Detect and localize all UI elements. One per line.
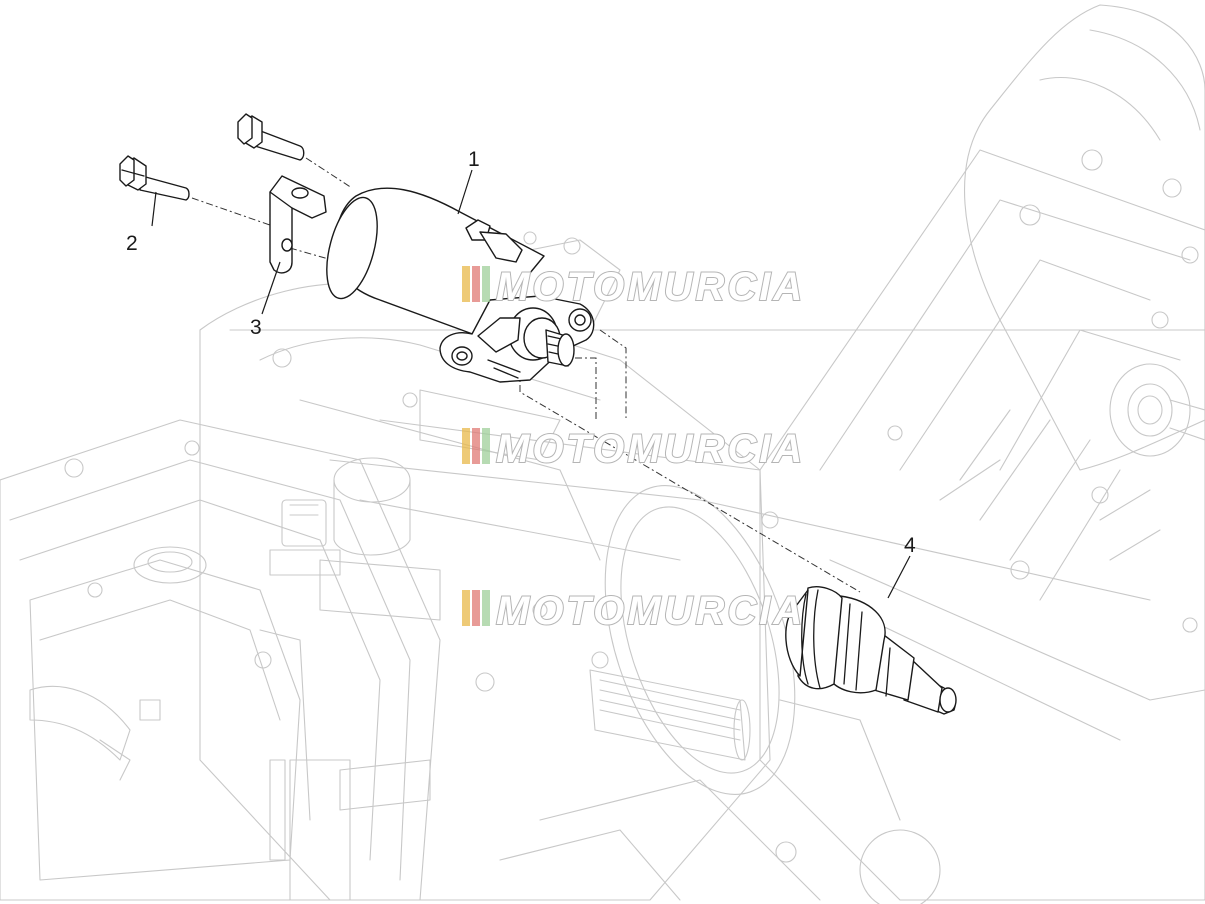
watermark-text: MOTOMURCIA <box>496 589 805 633</box>
part-4-starter-clutch <box>785 586 957 715</box>
part-2-bolt <box>119 155 190 201</box>
watermark-text: MOTOMURCIA <box>496 265 805 309</box>
callout-4: 4 <box>904 534 916 557</box>
part-1-starter-motor <box>326 187 595 383</box>
engine-background <box>0 4 1205 904</box>
callout-1: 1 <box>468 148 480 171</box>
watermark-bottom: MOTOMURCIA <box>462 588 805 634</box>
watermark-logo-icon <box>462 428 490 464</box>
watermark-logo-icon <box>462 266 490 302</box>
callout-2: 2 <box>126 232 138 255</box>
part-2-bolt-upper <box>237 113 305 161</box>
callout-3: 3 <box>250 316 262 339</box>
watermark-logo-icon <box>462 590 490 626</box>
callout-labels: 1 2 3 4 <box>126 148 916 557</box>
watermark-text: MOTOMURCIA <box>496 427 805 471</box>
watermark-middle: MOTOMURCIA <box>462 426 805 472</box>
watermark-top: MOTOMURCIA <box>462 264 805 310</box>
part-3-bracket <box>269 175 327 274</box>
leader-lines <box>151 169 911 599</box>
